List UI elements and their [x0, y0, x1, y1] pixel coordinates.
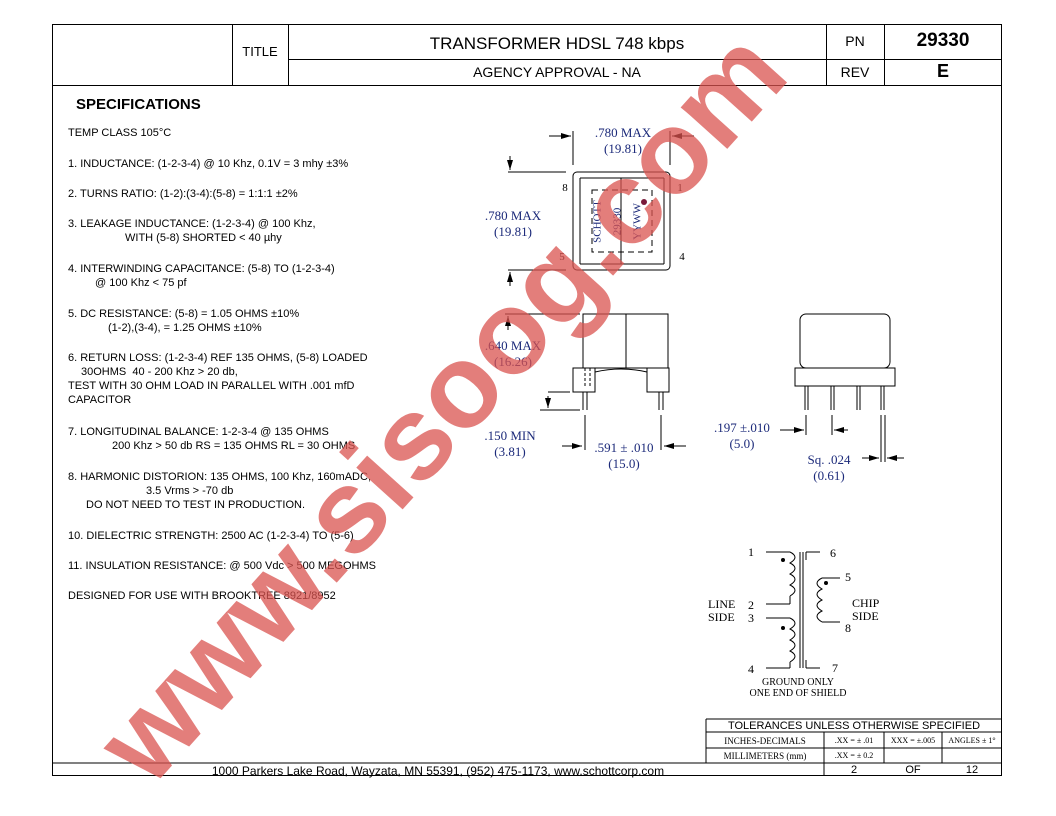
- tolerance-inches-xxx: XXX = ±.005: [890, 736, 936, 745]
- lead-length-inch: .150 MIN: [484, 428, 536, 443]
- spec-balance-1: 7. LONGITUDINAL BALANCE: 1-2-3-4 @ 135 O…: [68, 426, 329, 438]
- schematic-pin-3: 3: [748, 611, 754, 625]
- lead-spacing-mm: (15.0): [608, 456, 640, 471]
- spec-insulation: 11. INSULATION RESISTANCE: @ 500 Vdc > 5…: [68, 560, 376, 572]
- spec-return-loss-1: 6. RETURN LOSS: (1-2-3-4) REF 135 OHMS, …: [68, 352, 368, 364]
- transformer-schematic: [766, 551, 840, 669]
- tolerance-table-lines: [52, 718, 1002, 776]
- schematic-pin-5: 5: [845, 570, 851, 584]
- schematic-pin-7: 7: [832, 661, 838, 675]
- spec-dc-resistance-2: (1-2),(3-4), = 1.25 OHMS ±10%: [108, 322, 262, 334]
- top-view-outline: [572, 171, 671, 271]
- pin1-marker: [641, 199, 647, 205]
- ground-note-1: GROUND ONLY: [761, 677, 835, 688]
- spec-harmonic-3: DO NOT NEED TO TEST IN PRODUCTION.: [86, 499, 306, 511]
- schematic-pin-2: 2: [748, 598, 754, 612]
- spec-turns-ratio: 2. TURNS RATIO: (1-2):(3-4):(5-8) = 1:1:…: [68, 188, 298, 200]
- lead-length-mm: (3.81): [494, 444, 526, 459]
- line-side-label-2: SIDE: [708, 610, 735, 624]
- spec-inductance: 1. INDUCTANCE: (1-2-3-4) @ 10 Khz, 0.1V …: [68, 158, 349, 170]
- title-divider: [288, 59, 1002, 60]
- top-height-mm: (19.81): [494, 224, 532, 239]
- side-view-outline: [572, 313, 670, 410]
- tolerance-header: TOLERANCES UNLESS OTHERWISE SPECIFIED: [727, 720, 981, 732]
- schematic-pin-1: 1: [748, 545, 754, 559]
- top-width-inch: .780 MAX: [594, 125, 652, 140]
- title-col-line-2: [288, 24, 289, 85]
- pin-size-mm: (0.61): [813, 468, 845, 483]
- chip-side-label-2: SIDE: [852, 609, 879, 623]
- tolerance-inches-label: INCHES-DECIMALS: [724, 736, 806, 746]
- pn-value: 29330: [916, 30, 970, 51]
- spec-harmonic-2: 3.5 Vrms > -70 db: [146, 485, 234, 497]
- end-view-outline: [794, 313, 896, 410]
- schematic-pin-6: 6: [830, 546, 836, 560]
- line-side-label-1: LINE: [708, 597, 736, 611]
- spec-return-loss-3: TEST WITH 30 OHM LOAD IN PARALLEL WITH .…: [68, 380, 355, 392]
- company-address: 1000 Parkers Lake Road, Wayzata, MN 5539…: [211, 764, 665, 778]
- spec-dc-resistance-1: 5. DC RESISTANCE: (5-8) = 1.05 OHMS ±10%: [68, 308, 300, 320]
- document-subtitle: AGENCY APPROVAL - NA: [473, 64, 641, 80]
- spec-capacitance-2: @ 100 Khz < 75 pf: [95, 277, 187, 289]
- spec-harmonic-1: 8. HARMONIC DISTORION: 135 OHMS, 100 Khz…: [68, 471, 371, 483]
- title-col-line-1: [232, 24, 233, 85]
- pn-col-line: [826, 24, 827, 85]
- dimension-arrowheads: [505, 133, 897, 461]
- page-number: 2: [850, 764, 858, 776]
- pin-size-inch: Sq. .024: [807, 452, 851, 467]
- marking-part-number: 29330: [611, 207, 624, 236]
- spec-return-loss-4: CAPACITOR: [68, 394, 132, 406]
- pin-pitch-mm: (5.0): [729, 436, 755, 451]
- spec-leakage-1: 3. LEAKAGE INDUCTANCE: (1-2-3-4) @ 100 K…: [68, 218, 316, 230]
- rev-value: E: [936, 61, 949, 81]
- document-title: TRANSFORMER HDSL 748 kbps: [429, 34, 685, 53]
- spec-capacitance-1: 4. INTERWINDING CAPACITANCE: (5-8) TO (1…: [68, 263, 335, 275]
- ground-note-2: ONE END OF SHIELD: [749, 688, 847, 699]
- schematic-pin-4: 4: [748, 662, 754, 676]
- schematic-pin-8: 8: [845, 621, 851, 635]
- spec-dielectric: 10. DIELECTRIC STRENGTH: 2500 AC (1-2-3-…: [68, 530, 354, 542]
- side-height-mm: (16.26): [494, 354, 532, 369]
- top-height-inch: .780 MAX: [484, 208, 542, 223]
- tolerance-inches-xx: .XX = ± .01: [834, 736, 874, 745]
- page-total: 12: [965, 764, 979, 776]
- marking-date-code: YYWW: [631, 203, 644, 240]
- pin-5-label: 5: [559, 251, 565, 263]
- spec-temp-class: TEMP CLASS 105°C: [68, 127, 172, 139]
- spec-designed-for: DESIGNED FOR USE WITH BROOKTREE 8921/895…: [68, 590, 336, 602]
- header-bottom-line: [52, 85, 1002, 86]
- spec-leakage-2: WITH (5-8) SHORTED < 40 µhy: [125, 232, 282, 244]
- pn-label: PN: [845, 33, 865, 49]
- pin-4-label: 4: [679, 251, 685, 263]
- pn-value-col-line: [884, 24, 885, 85]
- pin-pitch-inch: .197 ±.010: [714, 420, 770, 435]
- tolerance-mm-label: MILLIMETERS (mm): [723, 751, 807, 761]
- tolerance-angles: ANGLES ± 1°: [948, 736, 996, 745]
- rev-label: REV: [840, 64, 870, 80]
- tolerance-mm-xx: .XX = ± 0.2: [834, 751, 874, 760]
- drawing-frame: [52, 24, 1002, 776]
- marking-brand: SCHOTT: [591, 200, 604, 243]
- spec-return-loss-2: 30OHMS 40 - 200 Khz > 20 db,: [81, 366, 238, 378]
- side-height-inch: .640 MAX: [484, 338, 542, 353]
- title-label: TITLE: [242, 44, 278, 59]
- specifications-heading: SPECIFICATIONS: [76, 96, 201, 113]
- lead-spacing-inch: .591 ± .010: [594, 440, 654, 455]
- top-width-mm: (19.81): [604, 141, 642, 156]
- pin-1-label: 1: [677, 182, 683, 194]
- pin-8-label: 8: [562, 182, 568, 194]
- page-of-label: OF: [905, 764, 921, 776]
- spec-balance-2: 200 Khz > 50 db RS = 135 OHMS RL = 30 OH…: [112, 440, 356, 452]
- chip-side-label-1: CHIP: [852, 596, 880, 610]
